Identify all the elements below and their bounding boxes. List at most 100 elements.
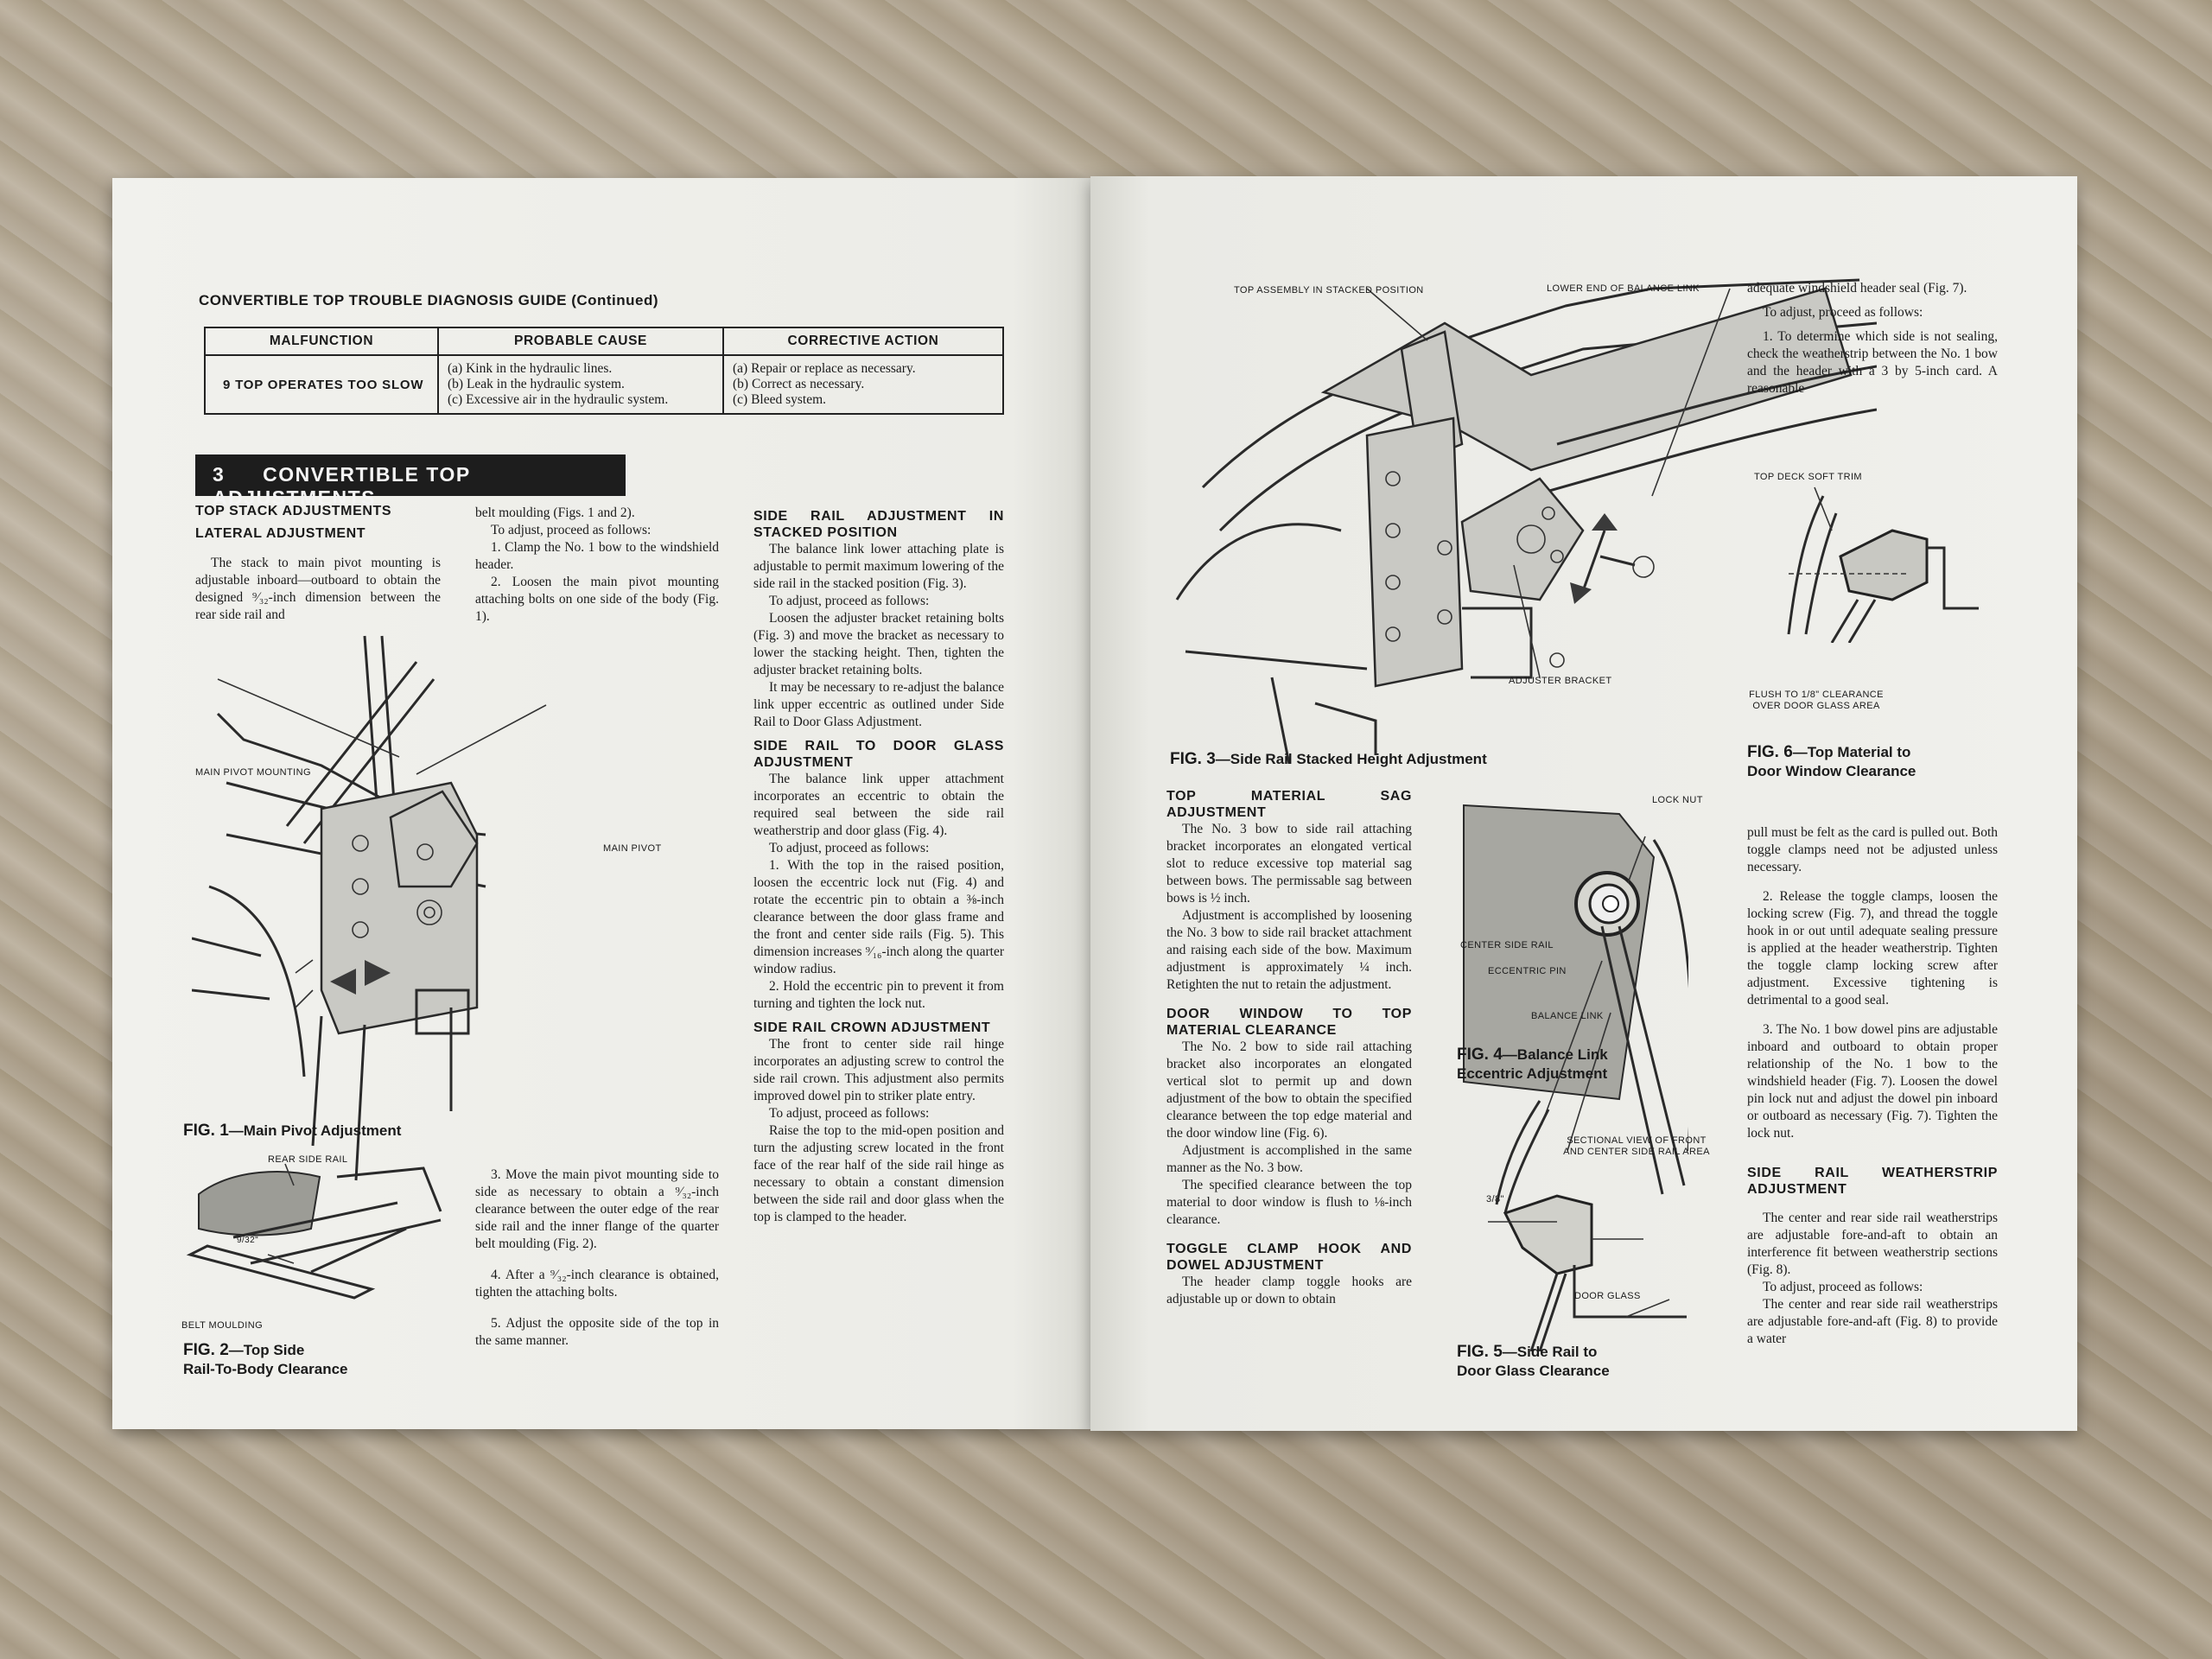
fig2-caption-text: —Top Side	[228, 1342, 305, 1358]
paragraph: The front to center side rail hinge inco…	[753, 1037, 1004, 1103]
cause-c: (c) Excessive air in the hydraulic syste…	[448, 392, 669, 407]
step-3: 3. Move the main pivot mounting side to …	[475, 1167, 719, 1251]
fig1-caption-number: FIG. 1	[183, 1122, 229, 1140]
paragraph: Adjustment is accomplished by loosening …	[1166, 908, 1412, 992]
step-4: 4. After a ⁹⁄₃₂-inch clearance is obtain…	[475, 1268, 719, 1300]
fig3-label-link: LOWER END OF BALANCE LINK	[1547, 283, 1700, 294]
fig3-label-bracket: ADJUSTER BRACKET	[1509, 676, 1612, 686]
paragraph: The stack to main pivot mounting is adju…	[195, 556, 441, 622]
fig6-label-trim: TOP DECK SOFT TRIM	[1754, 472, 1862, 482]
fig2-label-dim: 9/32"	[237, 1236, 259, 1245]
fig3-caption: FIG. 3—Side Rail Stacked Height Adjustme…	[1170, 750, 1487, 769]
paragraph: To adjust, proceed as follows:	[769, 594, 930, 608]
table-cell-action: (a) Repair or replace as necessary. (b) …	[722, 354, 1004, 415]
column-2-bottom: 3. Move the main pivot mounting side to …	[475, 1166, 719, 1350]
action-c: (c) Bleed system.	[733, 392, 827, 407]
paragraph: The No. 2 bow to side rail attaching bra…	[1166, 1039, 1412, 1141]
fig2-illustration	[186, 1163, 442, 1300]
fig4-label-pin: ECCENTRIC PIN	[1488, 966, 1567, 976]
action-b: (b) Correct as necessary.	[733, 377, 865, 391]
paragraph: It may be necessary to re-adjust the bal…	[753, 680, 1004, 729]
fig6-illustration	[1787, 486, 1979, 643]
fig5-label-glass: DOOR GLASS	[1574, 1291, 1641, 1301]
column-3: SIDE RAIL ADJUSTMENT IN STACKED POSITION…	[753, 508, 1004, 1226]
heading-door-window: DOOR WINDOW TO TOP MATERIAL CLEARANCE	[1166, 1007, 1412, 1038]
fig3-illustration	[1175, 278, 1877, 764]
paragraph: adequate windshield header seal (Fig. 7)…	[1747, 281, 1967, 296]
step-1: 1. With the top in the raised position, …	[753, 858, 1004, 976]
step-5: 5. Adjust the opposite side of the top i…	[475, 1316, 719, 1348]
section-number: 3	[213, 463, 226, 486]
paragraph: pull must be felt as the card is pulled …	[1747, 825, 1998, 874]
fig2-caption-number: FIG. 2	[183, 1341, 229, 1359]
table-header-action: CORRECTIVE ACTION	[722, 327, 1004, 356]
fig4-caption-line2: Eccentric Adjustment	[1457, 1065, 1608, 1082]
heading-side-rail-door: SIDE RAIL TO DOOR GLASS ADJUSTMENT	[753, 739, 1004, 770]
section-title: CONVERTIBLE TOP ADJUSTMENTS	[213, 463, 471, 509]
fig3-caption-number: FIG. 3	[1170, 750, 1216, 768]
fig2-caption-line2: Rail-To-Body Clearance	[183, 1361, 348, 1377]
fig4-illustration	[1463, 804, 1688, 1195]
column-b-top: adequate windshield header seal (Fig. 7)…	[1747, 280, 1998, 397]
fig1-label-mounting: MAIN PIVOT MOUNTING	[195, 767, 311, 778]
table-row: 9 TOP OPERATES TOO SLOW (a) Kink in the …	[204, 354, 1004, 415]
fig1-illustration	[192, 635, 547, 1181]
heading-sag: TOP MATERIAL SAG ADJUSTMENT	[1166, 789, 1412, 820]
heading-side-rail-crown: SIDE RAIL CROWN ADJUSTMENT	[753, 1020, 991, 1035]
table-header-cause: PROBABLE CAUSE	[437, 327, 724, 356]
heading-side-rail-stacked: SIDE RAIL ADJUSTMENT IN STACKED POSITION	[753, 509, 1004, 540]
column-b-bottom: pull must be felt as the card is pulled …	[1747, 824, 1998, 1348]
paragraph: To adjust, proceed as follows:	[491, 523, 652, 537]
paragraph: The center and rear side rail weatherstr…	[1747, 1211, 1998, 1277]
cause-b: (b) Leak in the hydraulic system.	[448, 377, 625, 391]
fig6-caption-line2: Door Window Clearance	[1747, 763, 1916, 779]
table-title: CONVERTIBLE TOP TROUBLE DIAGNOSIS GUIDE …	[199, 292, 659, 308]
cause-a: (a) Kink in the hydraulic lines.	[448, 361, 613, 376]
fig6-caption: FIG. 6—Top Material to Door Window Clear…	[1747, 743, 1916, 781]
paragraph: belt moulding (Figs. 1 and 2).	[475, 505, 635, 520]
paragraph: The center and rear side rail weatherstr…	[1747, 1297, 1998, 1346]
step-2: 2. Release the toggle clamps, loosen the…	[1747, 889, 1998, 1007]
step-3: 3. The No. 1 bow dowel pins are adjustab…	[1747, 1022, 1998, 1141]
paragraph: To adjust, proceed as follows:	[769, 1106, 930, 1121]
paragraph: The header clamp toggle hooks are adjust…	[1166, 1274, 1412, 1306]
step-1: 1. Clamp the No. 1 bow to the windshield…	[475, 540, 719, 572]
paragraph: Loosen the adjuster bracket retaining bo…	[753, 611, 1004, 677]
action-a: (a) Repair or replace as necessary.	[733, 361, 916, 376]
heading-lateral: LATERAL ADJUSTMENT	[195, 526, 366, 541]
fig4-caption-number: FIG. 4	[1457, 1046, 1503, 1064]
paragraph: The No. 3 bow to side rail attaching bra…	[1166, 822, 1412, 906]
paragraph: To adjust, proceed as follows:	[1763, 1280, 1923, 1294]
fig4-label-nut: LOCK NUT	[1652, 795, 1703, 805]
table-cell-malfunction: 9 TOP OPERATES TOO SLOW	[204, 354, 439, 415]
paragraph: To adjust, proceed as follows:	[1763, 305, 1923, 320]
paragraph: The specified clearance between the top …	[1166, 1178, 1412, 1227]
fig1-caption-text: —Main Pivot Adjustment	[228, 1122, 402, 1139]
paragraph: Raise the top to the mid-open position a…	[753, 1123, 1004, 1224]
section-banner: 3 CONVERTIBLE TOP ADJUSTMENTS	[195, 454, 626, 509]
fig5-illustration	[1488, 1100, 1687, 1351]
fig4-label-rail: CENTER SIDE RAIL	[1460, 940, 1554, 950]
column-a: TOP MATERIAL SAG ADJUSTMENT The No. 3 bo…	[1166, 788, 1412, 1308]
step-2: 2. Loosen the main pivot mounting attach…	[475, 575, 719, 624]
fig6-caption-number: FIG. 6	[1747, 743, 1793, 761]
fig2-label-rail: REAR SIDE RAIL	[268, 1154, 348, 1165]
step-2: 2. Hold the eccentric pin to prevent it …	[753, 979, 1004, 1011]
heading-top-stack: TOP STACK ADJUSTMENTS	[195, 504, 392, 518]
fig4-label-link: BALANCE LINK	[1531, 1011, 1604, 1021]
fig2-caption: FIG. 2—Top Side Rail-To-Body Clearance	[183, 1341, 348, 1379]
paragraph: The balance link lower attaching plate i…	[753, 542, 1004, 591]
fig4-caption: FIG. 4—Balance Link Eccentric Adjustment	[1457, 1046, 1608, 1084]
heading-toggle-clamp: TOGGLE CLAMP HOOK AND DOWEL ADJUSTMENT	[1166, 1242, 1412, 1273]
fig3-caption-text: —Side Rail Stacked Height Adjustment	[1215, 751, 1487, 767]
fig6-label-flush: FLUSH TO 1/8" CLEARANCE OVER DOOR GLASS …	[1749, 690, 1884, 711]
right-page: TOP ASSEMBLY IN STACKED POSITION LOWER E…	[1090, 176, 2077, 1431]
paragraph: Adjustment is accomplished in the same m…	[1166, 1143, 1412, 1175]
fig1-label-pivot: MAIN PIVOT	[603, 843, 662, 854]
fig2-label-belt: BELT MOULDING	[181, 1320, 264, 1331]
column-2-top: belt moulding (Figs. 1 and 2). To adjust…	[475, 505, 719, 626]
paragraph: The balance link upper attachment incorp…	[753, 772, 1004, 838]
left-page: CONVERTIBLE TOP TROUBLE DIAGNOSIS GUIDE …	[112, 178, 1090, 1429]
table-header-malfunction: MALFUNCTION	[204, 327, 439, 356]
fig5-caption: FIG. 5—Side Rail to Door Glass Clearance	[1457, 1343, 1610, 1381]
